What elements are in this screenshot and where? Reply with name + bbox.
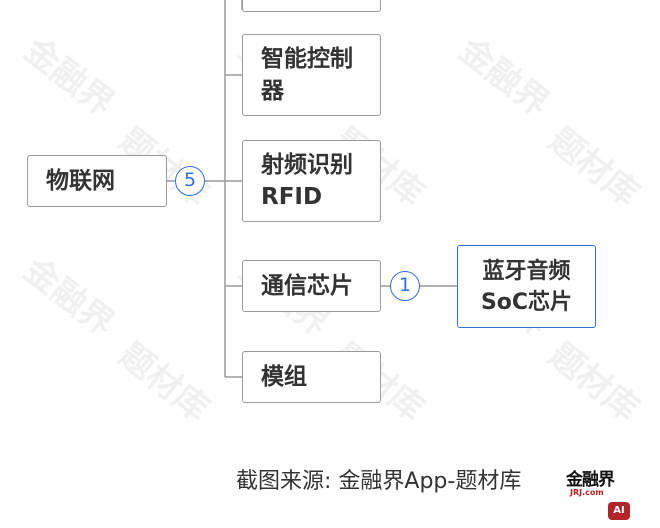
jrj-logo: 金融界 JRJ.com AI — [564, 470, 634, 520]
ai-badge: AI — [608, 502, 630, 520]
node-module: 模组 — [242, 351, 381, 403]
node-label: 蓝牙音频SoC芯片 — [480, 258, 573, 315]
node-root: 物联网 — [27, 155, 167, 207]
node-comm-chip: 通信芯片 — [242, 260, 381, 312]
logo-sub: JRJ.com — [570, 488, 604, 497]
node-label: 射频识别RFID — [261, 152, 353, 210]
node-rfid: 射频识别RFID — [242, 140, 381, 222]
node-top-partial — [242, 0, 381, 12]
count-badge: 1 — [390, 271, 420, 301]
node-smart-controller: 智能控制器 — [242, 34, 381, 116]
count-badge: 5 — [175, 166, 205, 196]
node-bluetooth-soc: 蓝牙音频SoC芯片 — [457, 245, 596, 328]
source-caption: 截图来源: 金融界App-题材库 — [236, 469, 522, 494]
logo-text: 金融界 — [566, 470, 615, 490]
node-label: 智能控制器 — [261, 46, 353, 104]
